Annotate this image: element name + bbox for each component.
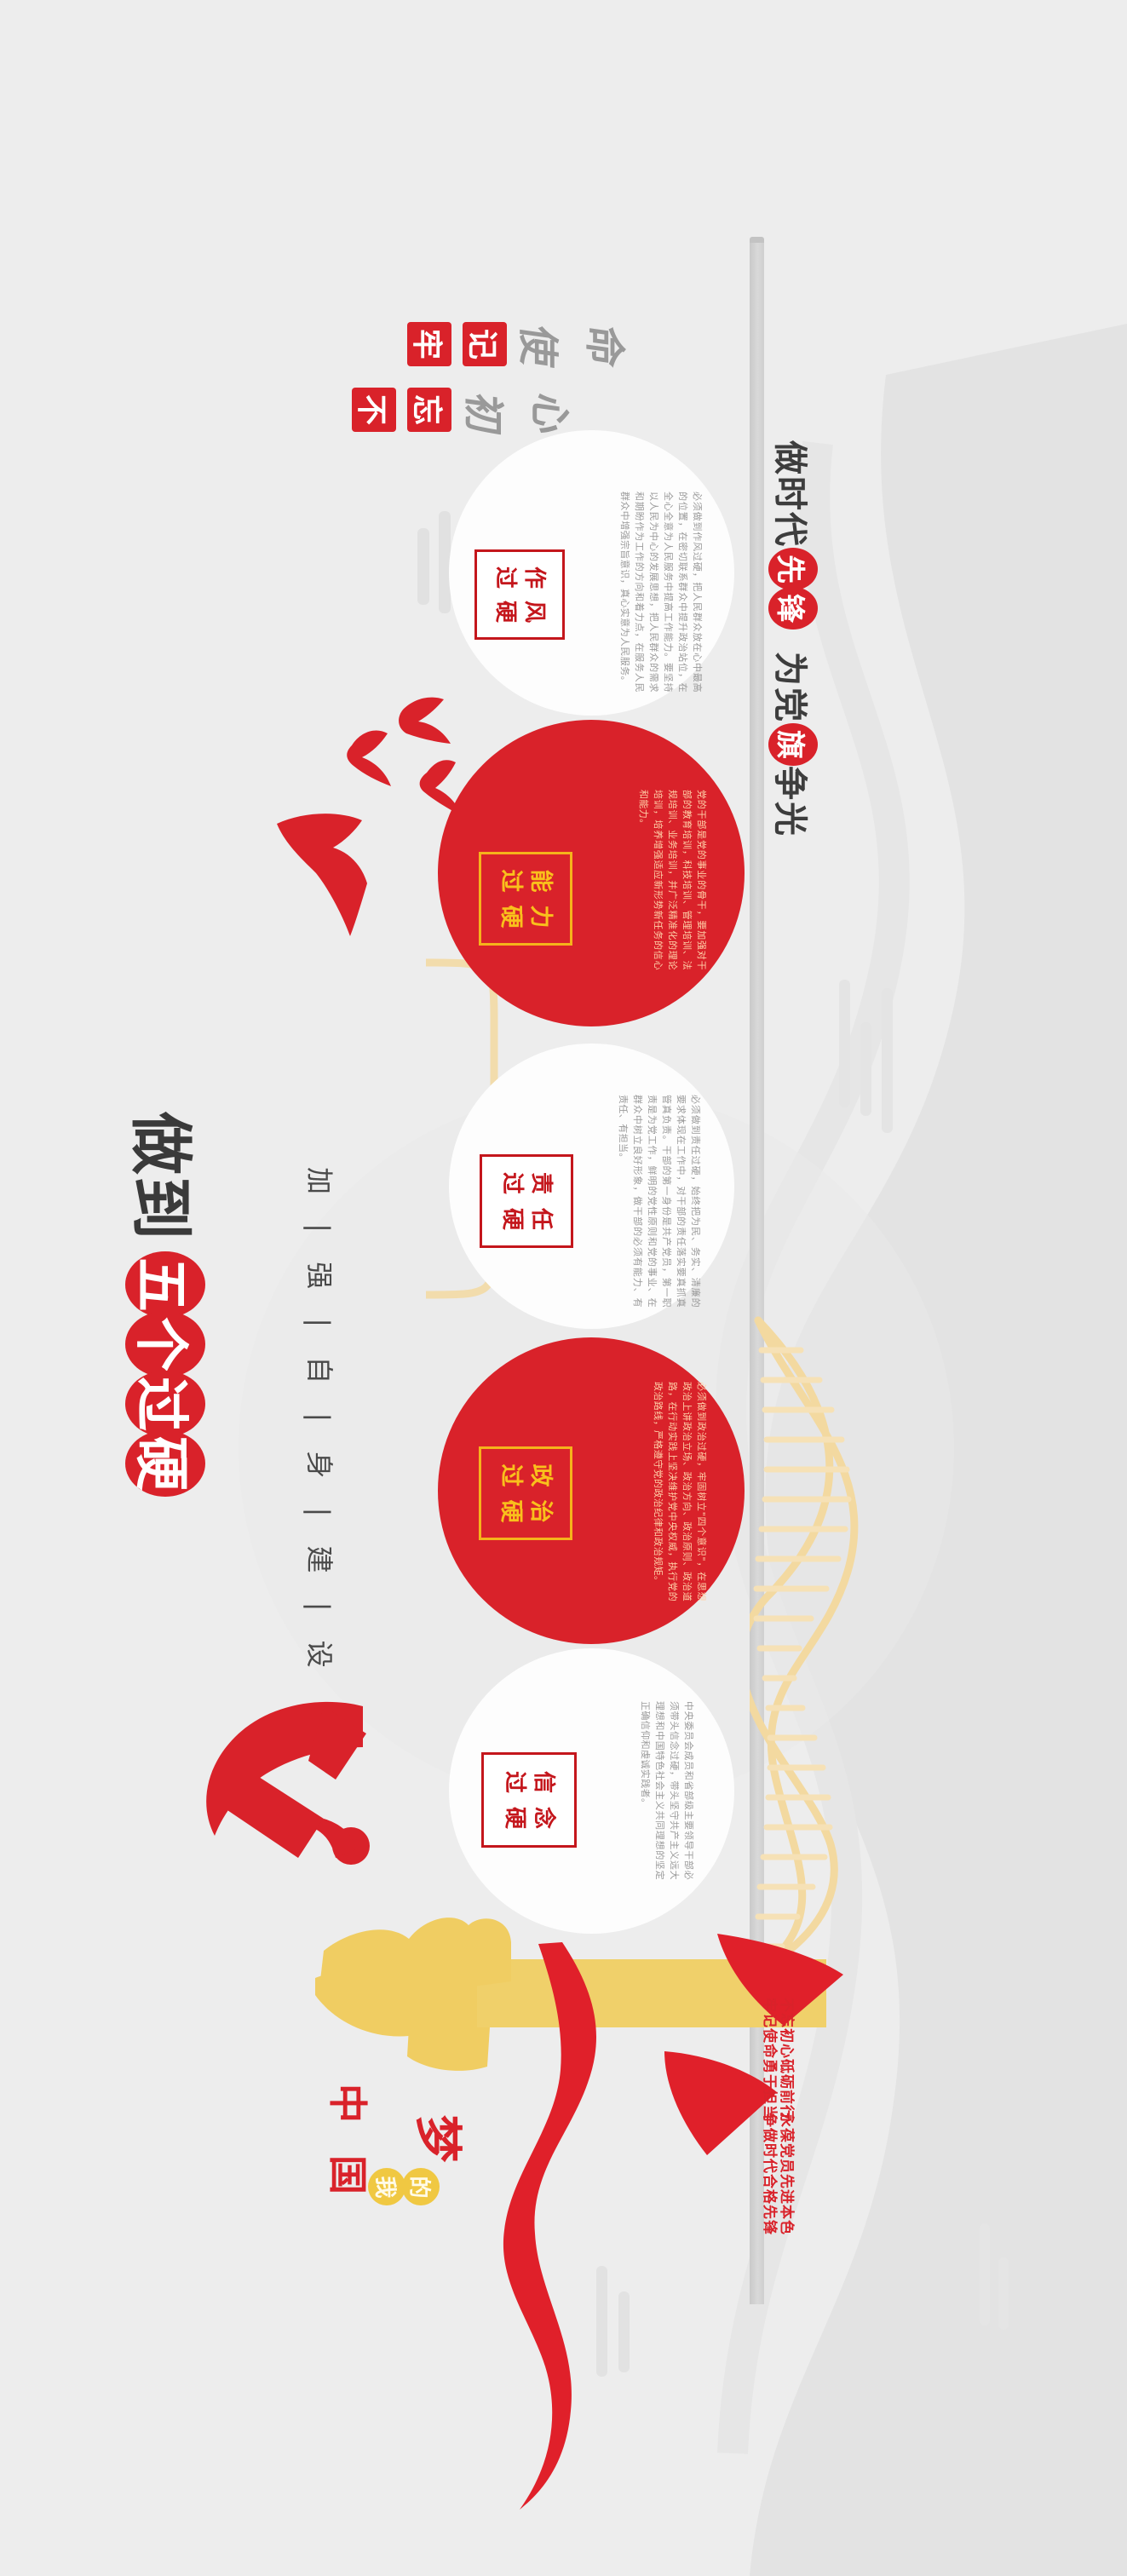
label-char: 过 — [497, 1463, 524, 1487]
dove-icon — [419, 760, 461, 815]
card-label-box-zeren: 责 任 过 硬 — [480, 1154, 573, 1248]
label-char: 作 — [521, 566, 547, 589]
brush-char-0: 使 — [514, 322, 562, 371]
headline-highlight-3: 硬 — [125, 1430, 206, 1497]
pole-cap — [750, 237, 764, 245]
right-slogan-badge-0: 先 — [768, 548, 818, 590]
dove-flock — [277, 697, 461, 936]
right-slogan-tail: 争光 — [770, 766, 809, 837]
label-char: 过 — [502, 1770, 527, 1793]
gold-coin-1: 的 — [402, 2168, 440, 2205]
headline-highlight-2: 过 — [125, 1371, 206, 1437]
bottom-right-line-3: 争做时代合格先锋 — [761, 2113, 778, 2235]
card-circle-zhengzhi[interactable]: 政 治 过 硬 必须做到政治过硬，牢固树立"四个意识"，在思想政治上讲政治立场、… — [438, 1337, 745, 1644]
dove-icon — [347, 730, 391, 786]
card-label-box-xinnian: 信 念 过 硬 — [481, 1752, 577, 1848]
label-char: 过 — [497, 869, 524, 893]
label-char: 硬 — [499, 1207, 525, 1230]
card-body-zeren: 必须做到责任过硬，始终把为民、务实、清廉的要求体现在工作中，对干部的责任落实要真… — [617, 1095, 701, 1308]
headline-subline: 加 | 强 | 自 | 身 | 建 | 设 — [303, 1167, 336, 1678]
stamp-3: 忘 — [407, 388, 451, 432]
right-slogan-badge-2: 旗 — [768, 723, 818, 766]
card-circle-xinnian[interactable]: 信 念 过 硬 中央委员会成员和省部级主要领导干部必须带头信念过硬，带头坚守共产… — [449, 1648, 734, 1934]
card-body-nengli: 党的干部是党的事业的骨干，要加强对干部的教育培训，科技培训、管理培训、法规培训、… — [637, 790, 707, 970]
label-char: 信 — [531, 1770, 556, 1793]
dream-char-0: 中 — [325, 2084, 371, 2123]
card-label-box-zuofeng: 作 风 过 硬 — [474, 549, 565, 640]
gold-helix-decor — [750, 1316, 859, 1968]
gold-coin-0: 我 — [368, 2168, 405, 2205]
page-title: 做到 五 个 过 硬 — [120, 1112, 211, 1497]
card-body-xinnian: 中央委员会成员和省部级主要领导干部必须带头信念过硬，带头坚守共产主义远大理想和中… — [639, 1701, 694, 1880]
right-slogan-part1: 做时代 — [770, 440, 809, 548]
dove-icon — [399, 697, 451, 744]
dream-char-2: 梦 — [409, 2114, 465, 2163]
label-char: 政 — [527, 1463, 554, 1487]
label-char: 硬 — [497, 905, 524, 929]
vertical-pole — [750, 243, 764, 2304]
right-slogan-badge-1: 锋 — [768, 587, 818, 630]
label-char: 硬 — [492, 600, 518, 623]
label-char: 治 — [527, 1499, 554, 1523]
label-char: 任 — [528, 1207, 554, 1230]
label-char: 责 — [528, 1171, 554, 1194]
label-char: 力 — [527, 905, 554, 929]
stamp-2: 不 — [352, 388, 396, 432]
brush-char-2: 初 — [459, 390, 508, 439]
card-label-box-nengli: 能 力 过 硬 — [479, 852, 572, 946]
dove-icon — [277, 814, 367, 936]
label-char: 过 — [492, 566, 518, 589]
card-body-zhengzhi: 必须做到政治过硬，牢固树立"四个意识"，在思想政治上讲政治立场、政治方向、政治原… — [652, 1382, 707, 1601]
stamp-0: 牢 — [407, 322, 451, 366]
stamp-1: 记 — [463, 322, 507, 366]
card-circle-zuofeng[interactable]: 作 风 过 硬 必须做到作风过硬，把人民群众放在心中最高的位置，在密切联系群众中… — [449, 430, 734, 716]
right-slogan: 做时代 先 锋 为党 旗 争光 — [768, 439, 818, 839]
label-char: 硬 — [497, 1499, 524, 1523]
label-char: 能 — [527, 869, 554, 893]
dream-char-1: 国 — [325, 2155, 371, 2194]
label-char: 风 — [521, 600, 547, 623]
hand-torch-ribbon-decor — [315, 1918, 843, 2510]
label-char: 过 — [499, 1171, 525, 1194]
card-body-zuofeng: 必须做到作风过硬，把人民群众放在心中最高的位置，在密切联系群众中提升政治站位，在… — [618, 492, 703, 693]
right-slogan-part2: 为党 — [770, 652, 809, 723]
label-char: 念 — [531, 1806, 556, 1829]
card-circle-zeren[interactable]: 责 任 过 硬 必须做到责任过硬，始终把为民、务实、清廉的要求体现在工作中，对干… — [449, 1044, 734, 1329]
brush-char-1: 命 — [580, 322, 629, 371]
headline-prefix: 做到 — [124, 1112, 197, 1241]
headline-highlight-0: 五 — [125, 1251, 206, 1318]
label-char: 硬 — [502, 1806, 527, 1829]
card-label-box-zhengzhi: 政 治 过 硬 — [479, 1446, 572, 1540]
hammer-and-sickle-icon — [206, 1701, 370, 1865]
card-circle-nengli[interactable]: 能 力 过 硬 党的干部是党的事业的骨干，要加强对干部的教育培训，科技培训、管理… — [438, 720, 745, 1026]
bottom-right-line-1: 牢记使命勇于担当 — [761, 1998, 778, 2120]
headline-highlight-1: 个 — [125, 1311, 206, 1377]
